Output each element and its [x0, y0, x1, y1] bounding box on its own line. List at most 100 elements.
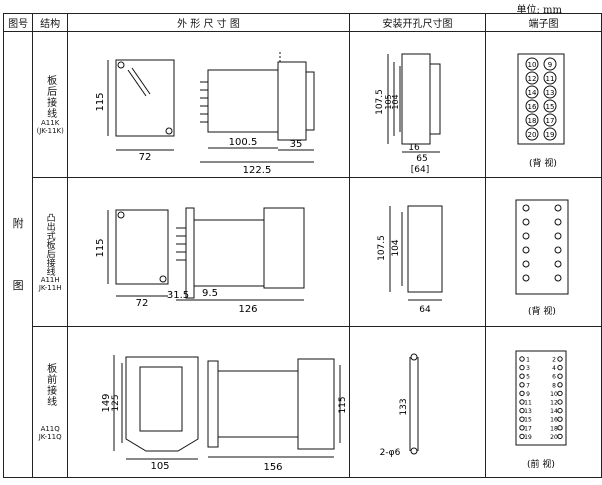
- terminal-number: 4: [552, 365, 556, 372]
- mount-svg-1: 107.5 105 104 16 65 [64]: [375, 53, 441, 175]
- terminal-number: 16: [528, 103, 537, 111]
- terminal-number: 15: [546, 103, 555, 111]
- header-terminal: 端子图: [484, 13, 602, 32]
- terminal-circle: [519, 407, 525, 414]
- terminal-circle: [557, 382, 563, 388]
- model-code: A11Q: [40, 425, 60, 433]
- terminal-number: 11: [546, 75, 555, 83]
- terminal-circle: [543, 57, 557, 71]
- terminal-circle: [519, 373, 525, 379]
- header-row: 图号 结构 外 形 尺 寸 图 安装开孔尺寸图 端子图: [2, 13, 602, 32]
- terminal-number: 3: [526, 365, 530, 372]
- fig-label-cell: 附 图: [2, 31, 34, 478]
- terminal-number: 18: [528, 117, 537, 125]
- model-code: (JK-11K): [36, 126, 64, 135]
- view-label: (前 视): [527, 458, 555, 470]
- terminal-circle: [519, 356, 525, 362]
- outline-drawing-3: 149 125 105 156 115: [66, 326, 350, 478]
- terminal-number: 18: [550, 425, 558, 432]
- dim-height: 149: [101, 393, 112, 412]
- terminal-circle: [543, 127, 557, 141]
- terminal-number: 9: [548, 61, 552, 69]
- mount-dim: [64]: [411, 165, 429, 175]
- row-a11h: 凸出式板后接线 A11H JK-11H: [4, 177, 602, 327]
- terminal-number: 17: [546, 117, 555, 125]
- mount-dim: 104: [391, 94, 400, 109]
- structure-cell-3: 板前接线 A11Q JK-11Q: [32, 326, 68, 478]
- panel-front-rect: [115, 59, 175, 137]
- row-a11q: 板前接线 A11Q JK-11Q: [4, 326, 602, 478]
- dim-total: 122.5: [243, 165, 272, 176]
- terminal-circle: [525, 57, 539, 71]
- dim-width: 105: [150, 461, 169, 472]
- terminal-number: 14: [528, 89, 537, 97]
- terminal-circle: [543, 85, 557, 99]
- outline-drawing-1: 115 72 100.5 35 122.5: [66, 31, 350, 178]
- structure-name: 凸出式板后接线: [44, 212, 55, 276]
- terminal-circle: [557, 364, 563, 371]
- terminal-circle: [519, 416, 525, 422]
- terminal-number: 12: [528, 75, 537, 83]
- terminal-circle: [543, 113, 557, 127]
- model-code: JK-11Q: [38, 433, 62, 441]
- terminal-circle: [525, 71, 539, 85]
- dim-total: 156: [263, 462, 282, 473]
- mount-dim: 104: [391, 239, 401, 256]
- terminal-number: 19: [524, 434, 532, 441]
- dim-depth: 100.5: [229, 137, 258, 148]
- terminal-drawing-2: (背 视): [484, 177, 602, 327]
- terminal-circle: [519, 364, 525, 371]
- mount-dim: 105: [384, 94, 393, 109]
- header-structure: 结构: [32, 13, 68, 32]
- terminal-circle: [519, 425, 525, 431]
- terminal-circle: [525, 99, 539, 113]
- terminal-number: 5: [526, 374, 530, 381]
- terminal-circle: [557, 407, 563, 414]
- terminal-number: 16: [550, 417, 558, 424]
- terminal-number: 12: [550, 400, 558, 407]
- terminal-circle: [557, 356, 563, 362]
- terminal-circle: [557, 399, 563, 405]
- mount-drawing-1: 107.5 105 104 16 65 [64]: [348, 31, 486, 178]
- fig-label-bottom: 图: [12, 278, 24, 292]
- dim-rear: 35: [290, 139, 303, 150]
- dim-flange: 9.5: [202, 288, 218, 299]
- terminal-number: 17: [524, 425, 532, 432]
- mount-dim: 16: [408, 143, 420, 153]
- view-label: (背 视): [528, 305, 556, 317]
- dim-inner: 125: [111, 394, 121, 411]
- dim-width: 72: [139, 152, 152, 163]
- dim-height: 115: [95, 238, 106, 257]
- fig-label-top: 附: [12, 216, 24, 230]
- terminal-circle: [519, 382, 525, 388]
- terminal-number: 8: [552, 382, 556, 389]
- unit-label: 单位: mm: [516, 5, 562, 16]
- model-code: A11H: [40, 275, 60, 284]
- terminal-number: 13: [546, 89, 555, 97]
- structure-cell-2: 凸出式板后接线 A11H JK-11H: [32, 177, 68, 327]
- view-label: (背 视): [529, 157, 557, 169]
- outline-svg-3: 149 125 105 156 115: [101, 355, 348, 473]
- dim-height: 115: [95, 92, 106, 111]
- terminal-number: 7: [526, 382, 530, 389]
- terminal-circle: [519, 433, 525, 440]
- mount-svg-3: 133 2-φ6: [380, 353, 419, 458]
- mount-dim: 2-φ6: [380, 448, 401, 458]
- terminal-circle: [519, 399, 525, 405]
- terminal-circle: [519, 390, 525, 397]
- outline-svg-2: 115 72 31.5 9.5 126: [95, 207, 305, 315]
- terminal-number: 15: [524, 417, 532, 424]
- terminal-circle: [557, 416, 563, 422]
- mount-drawing-2: 107.5 104 64: [348, 177, 486, 327]
- outline-drawing-2: 115 72 31.5 9.5 126: [66, 177, 350, 327]
- terminal-number: 20: [528, 131, 537, 139]
- mount-dim: 107.5: [377, 235, 387, 261]
- dim-side: 115: [338, 396, 348, 413]
- terminal-number: 2: [552, 357, 556, 364]
- terminal-circle: [557, 390, 563, 397]
- terminal-number: 10: [528, 61, 537, 69]
